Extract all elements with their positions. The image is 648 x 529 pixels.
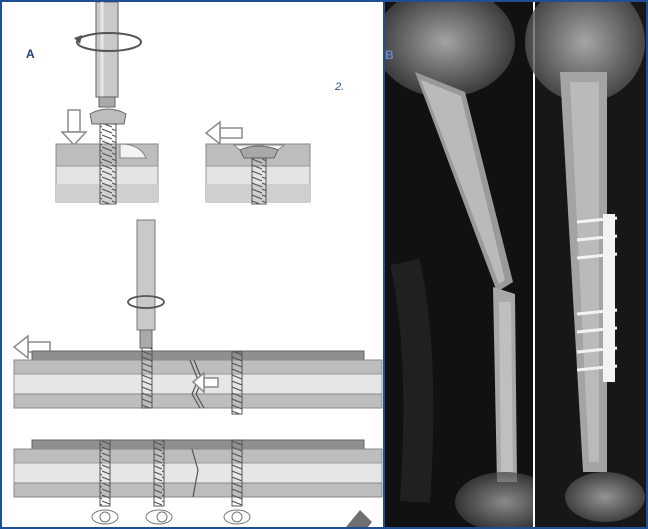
xray-postop <box>525 2 646 527</box>
down-arrow-icon <box>68 110 80 132</box>
schematic-drawing <box>2 2 383 527</box>
panel-a-schematic: A 2. <box>2 2 383 527</box>
step1-screwdriver-group <box>56 2 158 204</box>
step-label: 2. <box>335 81 344 93</box>
step4-group <box>14 440 382 527</box>
panel-b-xrays: B <box>385 2 646 527</box>
screw-head <box>90 109 126 124</box>
xray-images <box>385 2 646 527</box>
panel-b-label: B <box>385 48 394 62</box>
screwdriver-handle <box>96 2 118 97</box>
panel-a-label: A <box>26 47 35 61</box>
step3-group <box>14 220 382 414</box>
corner-logo-icon <box>346 510 372 527</box>
bone-plate <box>603 214 615 382</box>
screwdriver-collar <box>99 97 115 107</box>
xray-preop <box>385 2 555 527</box>
step2-group <box>206 122 310 204</box>
left-arrow-icon <box>220 128 242 138</box>
